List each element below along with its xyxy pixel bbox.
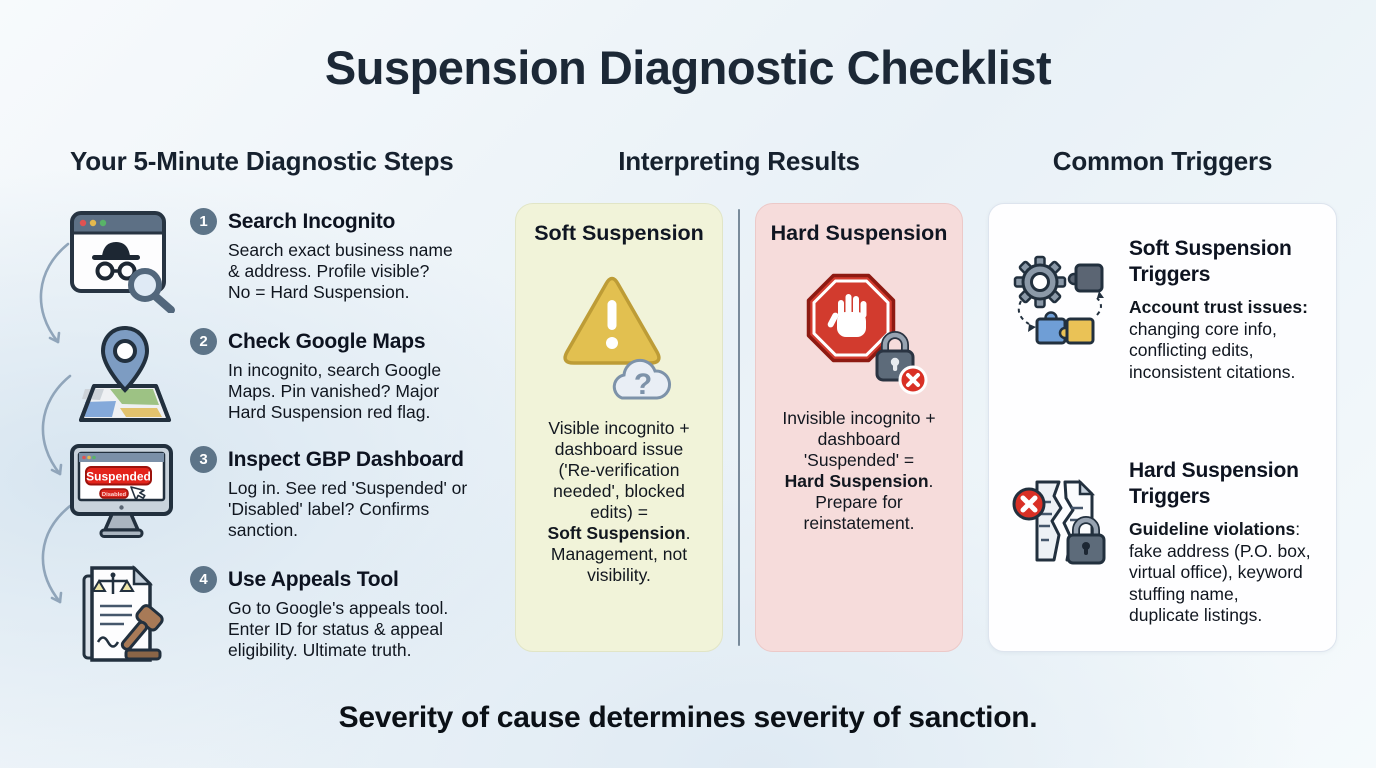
step-3: 3 Inspect GBP Dashboard Log in. See red … xyxy=(190,446,490,541)
svg-text:?: ? xyxy=(634,368,652,401)
hard-suspension-card: Hard Suspension Invisible incognito + d xyxy=(755,203,963,652)
step-1-description: Search exact business name & address. Pr… xyxy=(228,240,453,302)
step-2-description: In incognito, search Google Maps. Pin va… xyxy=(228,360,442,422)
footer-tagline: Severity of cause determines severity of… xyxy=(338,701,1038,734)
hard-text-before: Invisible incognito + dashboard 'Suspend… xyxy=(782,408,936,470)
page-title: Suspension Diagnostic Checklist xyxy=(324,41,1052,94)
results-column-heading: Interpreting Results xyxy=(618,146,860,176)
warning-cloud-icon: ? xyxy=(563,276,671,401)
step-2-title: Check Google Maps xyxy=(228,329,426,353)
hard-suspension-card-text: Invisible incognito + dashboard 'Suspend… xyxy=(767,408,951,534)
soft-suspension-card-title: Soft Suspension xyxy=(534,221,704,245)
step-4-description: Go to Google's appeals tool. Enter ID fo… xyxy=(228,598,449,660)
soft-suspension-card: Soft Suspension ? Visible incognito + da… xyxy=(515,203,723,652)
soft-triggers-title: Soft Suspension Triggers xyxy=(1129,237,1292,286)
appeals-gavel-icon xyxy=(82,564,164,662)
step-3-number-badge: 3 xyxy=(190,446,217,473)
monitor-disabled-label: Disabled xyxy=(102,492,127,498)
step-4: 4 Use Appeals Tool Go to Google's appeal… xyxy=(190,566,490,661)
common-triggers-card: Soft Suspension Triggers Account trust i… xyxy=(988,203,1337,652)
step-2-number-badge: 2 xyxy=(190,328,217,355)
step-3-description: Log in. See red 'Suspended' or 'Disabled… xyxy=(228,478,468,540)
step-flow-arrows xyxy=(39,242,72,604)
hard-triggers-body: Guideline violations: fake address (P.O.… xyxy=(1129,519,1311,626)
triggers-column-heading: Common Triggers xyxy=(1052,146,1273,176)
step-1: 1 Search Incognito Search exact business… xyxy=(190,208,490,303)
gears-puzzle-icon xyxy=(1013,255,1104,345)
stop-hand-lock-icon xyxy=(806,273,928,395)
hard-triggers-title: Hard Suspension Triggers xyxy=(1129,459,1299,508)
results-divider xyxy=(738,209,740,646)
incognito-browser-icon xyxy=(70,211,175,313)
soft-text-before: Visible incognito + dashboard issue ('Re… xyxy=(548,418,690,522)
map-pin-icon xyxy=(79,325,171,422)
monitor-suspended-label: Suspended xyxy=(86,470,151,484)
soft-triggers-body: Account trust issues: changing core info… xyxy=(1129,297,1308,382)
torn-document-lock-icon xyxy=(1012,478,1106,565)
soft-triggers-section: Soft Suspension Triggers Account trust i… xyxy=(1129,236,1321,383)
step-2: 2 Check Google Maps In incognito, search… xyxy=(190,328,490,423)
hard-suspension-card-title: Hard Suspension xyxy=(770,221,948,245)
hard-text-after: Prepare for reinstatement. xyxy=(803,492,915,533)
soft-text-after: Management, not visibility. xyxy=(550,544,688,585)
step-4-title: Use Appeals Tool xyxy=(228,567,399,591)
soft-suspension-card-text: Visible incognito + dashboard issue ('Re… xyxy=(527,418,711,586)
hard-text-bold-line: Hard Suspension. xyxy=(784,471,934,491)
step-1-title: Search Incognito xyxy=(228,209,396,233)
soft-text-bold-line: Soft Suspension. xyxy=(547,523,691,543)
step-1-number-badge: 1 xyxy=(190,208,217,235)
suspended-monitor-icon: Suspended Disabled xyxy=(70,444,173,538)
steps-column-heading: Your 5-Minute Diagnostic Steps xyxy=(70,146,454,176)
step-4-number-badge: 4 xyxy=(190,566,217,593)
step-3-title: Inspect GBP Dashboard xyxy=(228,447,464,471)
hard-triggers-section: Hard Suspension Triggers Guideline viola… xyxy=(1129,458,1321,627)
